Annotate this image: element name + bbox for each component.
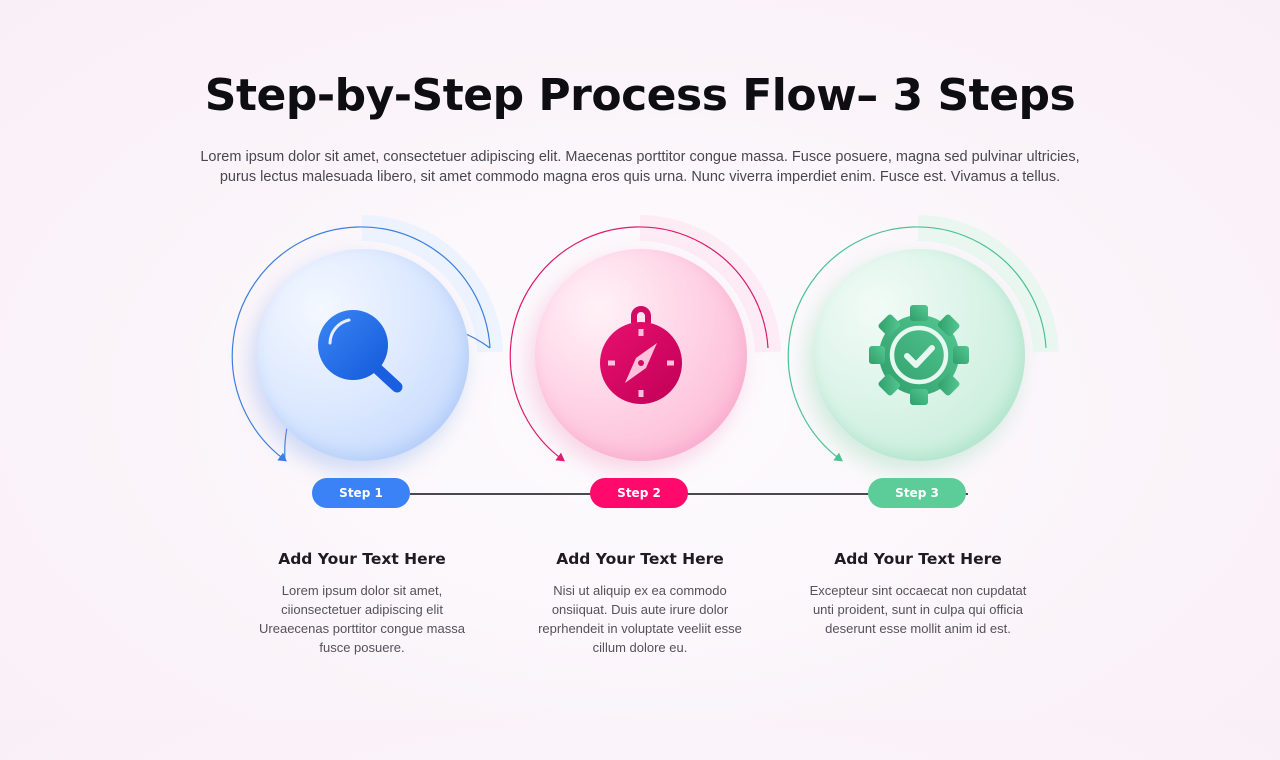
step-2: Step 2 Add Your Text Here Nisi ut aliqui…	[499, 215, 781, 680]
step-3-arc-arrow	[787, 215, 1059, 462]
compass-icon	[600, 306, 682, 404]
step-1: Step 1 Add Your Text Here Lorem ipsum do…	[221, 215, 503, 680]
step-3: Step 3 Add Your Text Here Excepteur sint…	[777, 215, 1059, 680]
step-2-orb	[535, 249, 747, 461]
page-title: Step-by-Step Process Flow– 3 Steps	[204, 70, 1076, 121]
step-2-pill[interactable]: Step 2	[590, 478, 688, 508]
gear-check-icon	[869, 305, 969, 405]
step-2-arc-arrow	[509, 215, 781, 462]
step-3-description: Excepteur sint occaecat non cupdatat unt…	[809, 583, 1027, 636]
step-1-description: Lorem ipsum dolor sit amet, ciionsectetu…	[259, 583, 465, 655]
step-3-pill[interactable]: Step 3	[868, 478, 966, 508]
step-1-heading: Add Your Text Here	[278, 550, 446, 568]
step-1-orb	[257, 249, 469, 461]
step-3-orb	[813, 249, 1025, 461]
process-flow: Step 1 Add Your Text Here Lorem ipsum do…	[221, 215, 1059, 680]
magnifying-glass-icon	[318, 310, 403, 393]
step-3-heading: Add Your Text Here	[834, 550, 1002, 568]
step-2-description: Nisi ut aliquip ex ea commodo onsiiquat.…	[538, 583, 742, 655]
step-2-heading: Add Your Text Here	[556, 550, 724, 568]
page-subtitle: Lorem ipsum dolor sit amet, consectetuer…	[200, 149, 1080, 185]
step-1-pill[interactable]: Step 1	[312, 478, 410, 508]
connector-line	[410, 493, 968, 495]
